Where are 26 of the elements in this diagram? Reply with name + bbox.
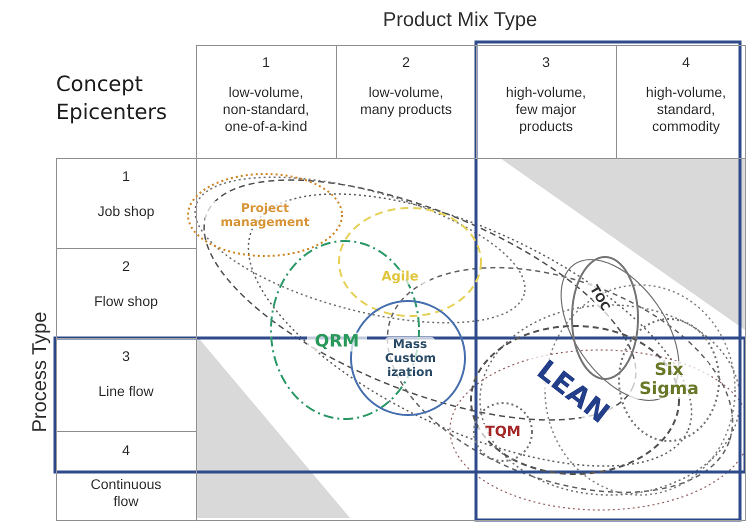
column-number: 3 bbox=[541, 54, 551, 71]
row-number: 3 bbox=[121, 348, 131, 365]
column-heading: high-volume, standard, commodity bbox=[644, 84, 728, 135]
concept-ellipse bbox=[338, 207, 482, 317]
concept-ellipse bbox=[618, 318, 720, 442]
row-heading: Continuous flow bbox=[90, 476, 162, 510]
row-number: 2 bbox=[121, 258, 131, 275]
row-number: 1 bbox=[121, 168, 131, 185]
row-heading: Job shop bbox=[96, 203, 156, 220]
axis-title: Process Type bbox=[28, 310, 52, 434]
concept-label: QRM bbox=[307, 332, 367, 352]
column-number: 2 bbox=[401, 54, 411, 71]
column-number: 4 bbox=[681, 54, 691, 71]
row-heading: Flow shop bbox=[93, 293, 159, 310]
concept-ellipse bbox=[473, 402, 533, 462]
axis-title: Product Mix Type bbox=[382, 8, 538, 32]
row-heading: Line flow bbox=[97, 383, 155, 400]
column-heading: low-volume, many products bbox=[359, 84, 453, 118]
row-number: 4 bbox=[121, 442, 131, 459]
concept-label: Six Sigma bbox=[629, 361, 709, 399]
column-heading: low-volume, non-standard, one-of-a-kind bbox=[222, 84, 310, 135]
column-number: 1 bbox=[261, 54, 271, 71]
column-heading: high-volume, few major products bbox=[504, 84, 588, 135]
concept-ellipse bbox=[187, 173, 343, 257]
header-text: Concept Epicenters bbox=[56, 71, 168, 126]
concept-label: Mass Custom ization bbox=[385, 337, 435, 379]
